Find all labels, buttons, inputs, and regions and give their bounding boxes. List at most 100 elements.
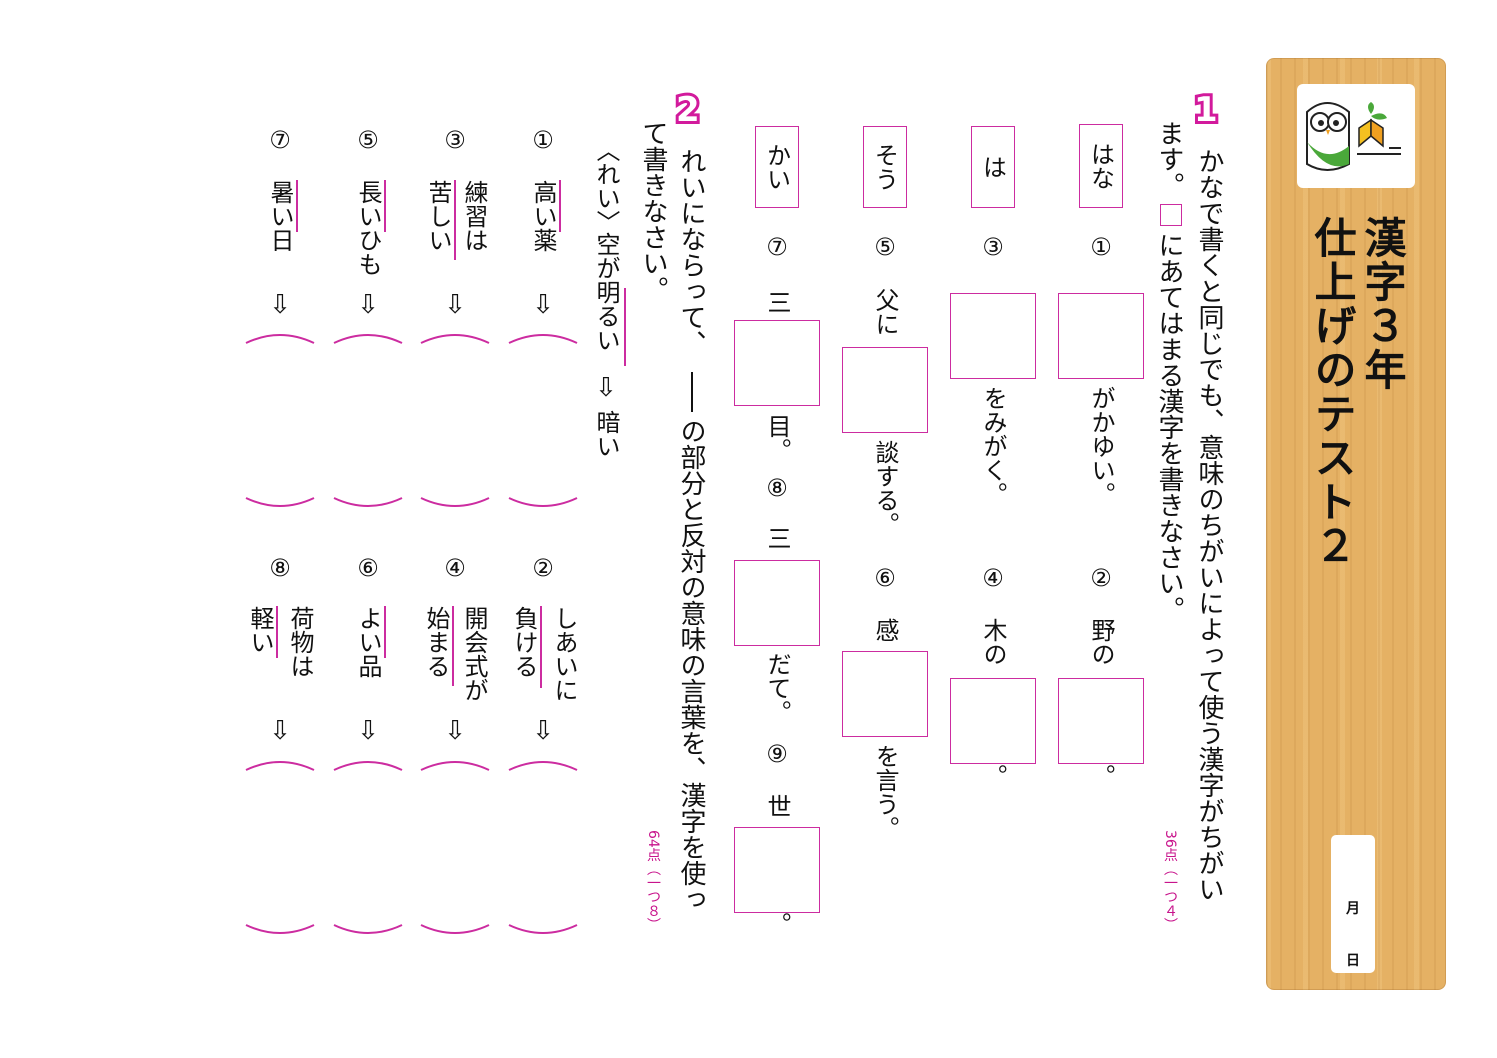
item2-text-before: 野の: [1087, 618, 1115, 666]
section2-number: 2: [673, 87, 703, 133]
item2-text-after: 。: [1087, 764, 1115, 788]
underline-mark-icon: [691, 372, 693, 412]
q1-number: ①: [532, 126, 554, 154]
answer-area-q6[interactable]: [337, 777, 399, 922]
bracket-q8-open: [245, 761, 315, 771]
item9-text-after: 。: [763, 912, 791, 936]
bracket-q1-open: [508, 334, 578, 344]
q5-text: 長いひも: [354, 180, 382, 276]
item9-text-before: 世: [763, 794, 791, 818]
answer-box-8[interactable]: [734, 560, 820, 646]
item6-text-after: を言う。: [871, 744, 899, 840]
q1-arrow-icon: ⇩: [532, 290, 554, 320]
q8-text-line1: 荷物は: [286, 606, 314, 678]
bracket-q1-close: [508, 497, 578, 507]
q7-underline: [296, 180, 298, 232]
section2-instruction-line2: て書きなさい。: [638, 120, 668, 302]
example-arrow-icon: ⇩: [595, 373, 617, 403]
q2-underline: [540, 606, 542, 688]
answer-box-7[interactable]: [734, 320, 820, 406]
answer-box-9[interactable]: [734, 827, 820, 913]
section1-instruction-line1: かなで書くと同じでも、意味のちがいによって使う漢字がちがい: [1194, 148, 1224, 902]
page-title-line1: 漢字３年: [1358, 216, 1407, 392]
answer-area-q5[interactable]: [337, 350, 399, 495]
section2-points: 64点（一つ８）: [645, 830, 661, 932]
q8-number: ⑧: [269, 554, 291, 582]
date-month-label: 月: [1346, 901, 1360, 917]
q3-text-line2: 苦しい: [424, 180, 452, 252]
bracket-q5-open: [333, 334, 403, 344]
q2-text-line1: しあいに: [550, 606, 578, 702]
blank-box-icon: [1160, 204, 1182, 226]
item1-text-after: がかゆい。: [1087, 386, 1115, 506]
answer-box-1[interactable]: [1058, 293, 1144, 379]
answer-box-5[interactable]: [842, 347, 928, 433]
q5-number: ⑤: [357, 126, 379, 154]
section1-instruction-line2a: ます。: [1154, 120, 1184, 198]
q2-arrow-icon: ⇩: [532, 716, 554, 746]
answer-area-q3[interactable]: [424, 350, 486, 495]
item6-text-before: 感: [871, 618, 899, 642]
q2-text-line2: 負ける: [510, 606, 538, 678]
section2-instruction-line1a: れいにならって、: [676, 148, 706, 356]
date-box: [1331, 835, 1375, 973]
q2-number: ②: [532, 554, 554, 582]
item1-number: ①: [1090, 233, 1112, 261]
q4-underline: [452, 606, 454, 686]
item8-text-after: だて。: [763, 652, 791, 724]
section1-points: 36点（一つ４）: [1162, 830, 1178, 932]
item2-number: ②: [1090, 564, 1112, 592]
item6-number: ⑥: [874, 564, 896, 592]
answer-box-4[interactable]: [950, 678, 1036, 764]
bracket-q2-close: [508, 924, 578, 934]
item7-number: ⑦: [766, 233, 788, 261]
answer-box-6[interactable]: [842, 651, 928, 737]
bracket-q5-close: [333, 497, 403, 507]
q7-arrow-icon: ⇩: [269, 290, 291, 320]
q3-text-line1: 練習は: [460, 180, 488, 252]
q5-arrow-icon: ⇩: [357, 290, 379, 320]
title-board: [1266, 58, 1446, 990]
bracket-q7-open: [245, 334, 315, 344]
logo: [1297, 84, 1415, 188]
bracket-q4-open: [420, 761, 490, 771]
answer-area-q8[interactable]: [249, 777, 311, 922]
item5-number: ⑤: [874, 233, 896, 261]
item8-text-before: 三: [763, 526, 791, 550]
owl-book-icon: [1306, 102, 1401, 171]
item3-number: ③: [982, 233, 1004, 261]
q4-text-line1: 開会式が: [460, 606, 488, 702]
date-day-label: 日: [1346, 953, 1360, 969]
bracket-q6-open: [333, 761, 403, 771]
example-label: 〈れい〉: [592, 138, 620, 234]
reading-box-hana: はな: [1079, 124, 1123, 208]
q1-text: 高い薬: [529, 180, 557, 252]
reading-box-sou: そう: [863, 126, 907, 208]
q8-arrow-icon: ⇩: [269, 716, 291, 746]
answer-area-q2[interactable]: [512, 777, 574, 922]
reading-box-kai: かい: [755, 126, 799, 208]
q3-underline: [454, 180, 456, 260]
bracket-q8-close: [245, 924, 315, 934]
answer-area-q1[interactable]: [512, 350, 574, 495]
item7-text-after: 目。: [763, 414, 791, 462]
answer-area-q7[interactable]: [249, 350, 311, 495]
example-underline: [624, 288, 626, 366]
item5-text-before: 父に: [871, 288, 899, 336]
item8-number: ⑧: [766, 474, 788, 502]
example-phrase: 空が明るい: [592, 232, 620, 352]
bracket-q6-close: [333, 924, 403, 934]
section1-instruction-line2b: にあてはまる漢字を書きなさい。: [1154, 232, 1184, 622]
item5-text-after: 談する。: [871, 440, 899, 536]
q6-arrow-icon: ⇩: [357, 716, 379, 746]
answer-box-3[interactable]: [950, 293, 1036, 379]
reading-box-ha: は: [971, 126, 1015, 208]
q5-underline: [384, 180, 386, 232]
answer-box-2[interactable]: [1058, 678, 1144, 764]
answer-area-q4[interactable]: [424, 777, 486, 922]
bracket-q4-close: [420, 924, 490, 934]
item4-number: ④: [982, 564, 1004, 592]
q3-arrow-icon: ⇩: [444, 290, 466, 320]
page-title-line2: 仕上げのテスト２: [1308, 216, 1357, 568]
